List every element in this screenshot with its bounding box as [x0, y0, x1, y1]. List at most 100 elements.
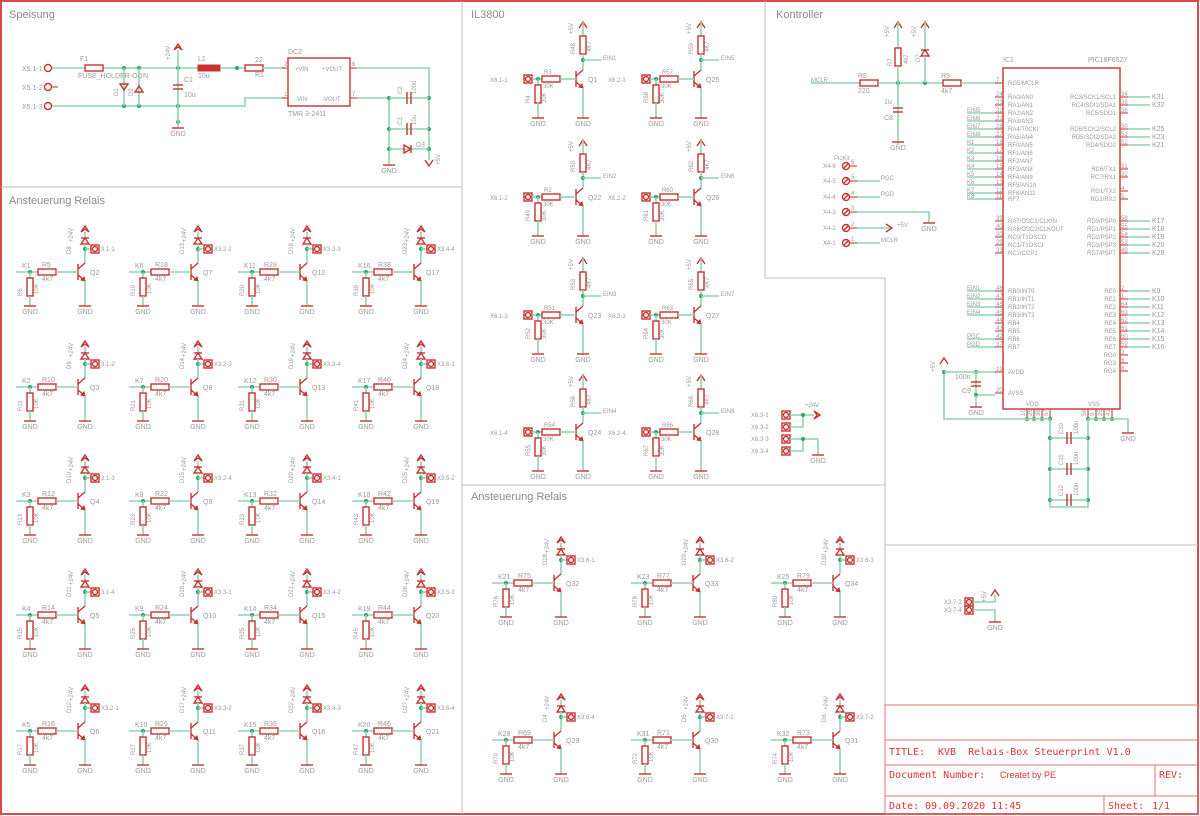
- ground-label: GND: [987, 625, 1003, 632]
- transistor-ref: Q11: [203, 729, 216, 736]
- ground-label: GND: [22, 768, 38, 775]
- transistor-collector: [692, 730, 701, 738]
- section-title-relay-right: Ansteuerung Relais: [471, 491, 568, 503]
- resistor-value: 4k7: [155, 735, 166, 742]
- ground-label: GND: [381, 168, 397, 175]
- resistor-value: 30K: [542, 92, 548, 103]
- pin-number: 3: [851, 206, 855, 212]
- resistor-ref: R6: [18, 288, 24, 296]
- pin-number: 12: [996, 188, 1003, 194]
- connector-label: X6.2-3: [608, 314, 626, 320]
- wire: [790, 438, 819, 455]
- connector-pad: [705, 712, 715, 722]
- supply-24v-icon: [416, 224, 426, 233]
- pin-name: RF7: [1008, 197, 1020, 203]
- section-title-inputs: IL3800: [471, 9, 505, 21]
- ground-label: GND: [135, 768, 151, 775]
- supply-label: +24V: [291, 571, 297, 585]
- supply-label: +24V: [405, 571, 411, 585]
- diode-ref: D8: [67, 246, 73, 254]
- connector-pin: [204, 474, 212, 482]
- label: 7: [352, 92, 356, 98]
- label: 22: [255, 57, 263, 64]
- supply-24v-icon: [80, 567, 90, 576]
- resistor-ref: R17: [18, 743, 24, 755]
- net-label: K28: [1152, 250, 1165, 257]
- pin-number: 6: [1121, 358, 1125, 364]
- connector-pin: [782, 447, 790, 455]
- junction-dot: [235, 66, 239, 70]
- label: C9: [962, 388, 971, 395]
- ground-label: GND: [77, 424, 93, 431]
- resistor-value: 4k7: [155, 619, 166, 626]
- diode-ref: D29: [682, 553, 688, 565]
- ground-label: GND: [135, 538, 151, 545]
- net-label: EIN1: [967, 286, 981, 292]
- transistor-collector: [575, 187, 584, 195]
- net-label: K10: [135, 722, 148, 729]
- net-label: K25: [777, 574, 790, 581]
- connector-label: X3.7-4: [944, 608, 962, 614]
- terminal-icon: [841, 192, 851, 202]
- connector-label: 3.1-4: [101, 590, 115, 596]
- pin-number: 41: [1106, 409, 1112, 416]
- pin-number: 47: [996, 294, 1003, 300]
- resistor-ref: R44: [378, 605, 391, 612]
- diode-icon: [555, 547, 567, 556]
- diode-ref: D1: [114, 88, 120, 96]
- pin-name: RA4/T0CKI: [1008, 127, 1039, 133]
- connector-pad: [203, 587, 213, 597]
- wire: [1049, 419, 1089, 508]
- supply-24v-icon: [302, 453, 312, 462]
- diode-icon: [79, 351, 91, 360]
- net-label: K1: [22, 263, 31, 270]
- diode-icon: [415, 579, 427, 588]
- diode-ref: D12: [67, 701, 73, 713]
- terminal-slash: [843, 225, 849, 231]
- connector-label: X3.5-2: [437, 476, 455, 482]
- pin-name: RA7/OSC1/CLKIN: [1008, 219, 1057, 225]
- ground-label: GND: [77, 768, 93, 775]
- base-resistor: [150, 383, 170, 391]
- pin-number: 8: [1121, 366, 1125, 372]
- transistor-ref: Q18: [426, 385, 439, 392]
- resistor-ref: R73: [797, 730, 810, 737]
- inductor-icon: [197, 64, 221, 72]
- transistor-ref: Q12: [312, 270, 325, 277]
- transistor-collector: [693, 187, 702, 195]
- connector-pin: [313, 474, 321, 482]
- pin-number: 10: [1021, 409, 1027, 416]
- resistor-ref: R31: [240, 399, 246, 411]
- ic-body: [1002, 67, 1121, 410]
- resistor-ref: R79: [797, 573, 810, 580]
- resistor-ref: R39: [354, 284, 360, 296]
- wire: [1088, 418, 1129, 433]
- ground-label: GND: [832, 777, 848, 784]
- connector-label: X3.5-4: [437, 706, 455, 712]
- connector-pin: [642, 75, 650, 83]
- resistor-ref: R28: [264, 262, 277, 269]
- resistor-value: 4k7: [378, 391, 389, 398]
- connector-pin: [524, 428, 532, 436]
- label: +VOUT: [322, 67, 343, 73]
- pin-number: 11: [996, 194, 1003, 200]
- ground-label: GND: [692, 620, 708, 627]
- transistor-collector: [299, 605, 308, 613]
- capacitor-ref: C10: [1059, 422, 1065, 434]
- net-label: EIN3: [603, 292, 617, 298]
- net-label: K8: [967, 194, 975, 200]
- net-label: K10: [1152, 296, 1165, 303]
- ground-label: GND: [575, 239, 591, 246]
- supply-label: +5V: [687, 141, 693, 152]
- connector-pin: [567, 556, 575, 564]
- pin-name: RD6/SCK2/SCL2: [1070, 127, 1117, 133]
- terminal-slash: [843, 178, 849, 184]
- pin-number: 30: [996, 232, 1003, 238]
- resistor-value: 4k7: [264, 505, 275, 512]
- resistor-value: 4k7: [378, 276, 389, 283]
- date-label: Date:: [889, 801, 919, 812]
- diode-ref: D3: [416, 142, 425, 149]
